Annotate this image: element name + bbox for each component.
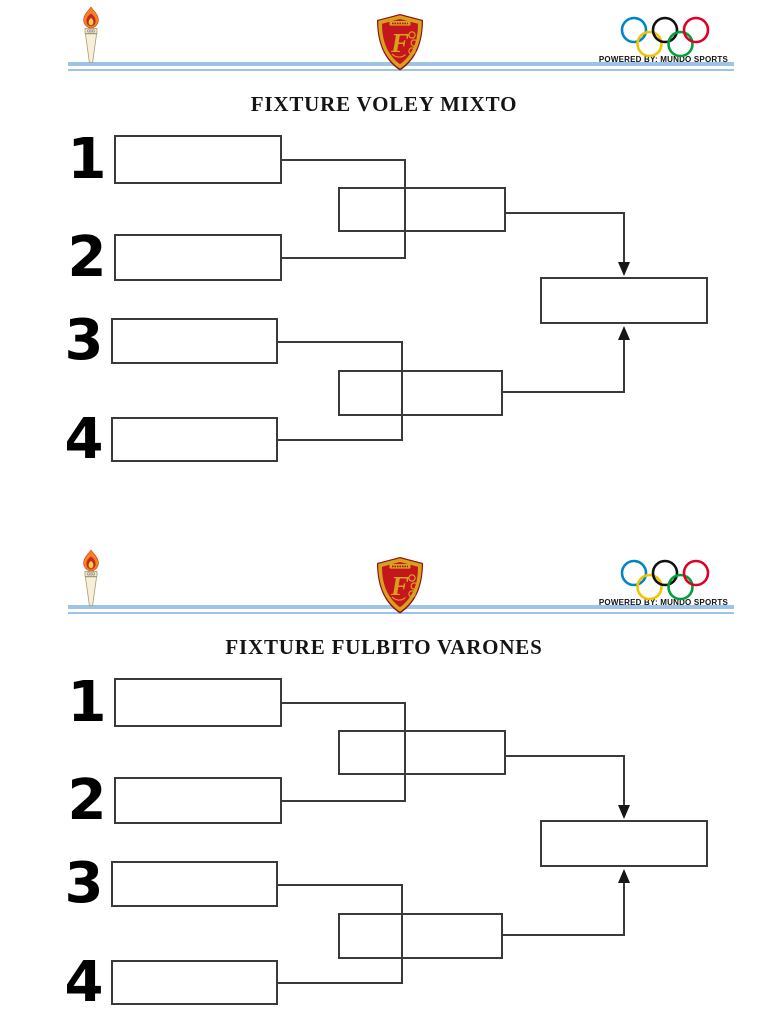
seed-1-label: 1 xyxy=(67,126,107,192)
seed-4-box xyxy=(111,417,278,462)
arrow-down-icon xyxy=(618,805,630,819)
seed-3-label: 3 xyxy=(64,308,104,373)
arrow-down-icon xyxy=(618,262,630,276)
winner-top-line xyxy=(506,755,625,806)
crest-monogram: F xyxy=(390,571,409,601)
semifinal-top-box xyxy=(338,187,506,232)
winner-top-line xyxy=(506,212,625,263)
club-crest-icon: F xyxy=(377,14,423,71)
seed-2-box xyxy=(114,234,282,281)
bracket-title: FIXTURE FULBITO VARONES xyxy=(225,635,543,659)
section-fulbito-varones: F POWERED BY: MUNDO SPORTS FIXTURE FULBI… xyxy=(0,543,768,1013)
seed-1-box xyxy=(114,678,282,727)
bracket-title: FIXTURE VOLEY MIXTO xyxy=(250,92,518,116)
arrow-up-icon xyxy=(618,326,630,340)
seed-4-label: 4 xyxy=(64,949,104,1015)
seed-3-box xyxy=(111,318,278,364)
final-box xyxy=(540,277,708,324)
semifinal-bottom-box xyxy=(338,913,503,959)
semifinal-bottom-box xyxy=(338,370,503,416)
olympic-rings-icon xyxy=(620,559,710,601)
winner-bottom-line xyxy=(503,339,625,393)
olympic-torch-icon xyxy=(83,6,99,63)
seed-1-label: 1 xyxy=(67,669,107,735)
olympic-rings-icon xyxy=(620,16,710,58)
olympic-torch-icon xyxy=(83,549,99,606)
seed-4-label: 4 xyxy=(64,406,104,472)
seed-3-label: 3 xyxy=(64,851,104,916)
winner-bottom-line xyxy=(503,882,625,936)
club-crest-icon: F xyxy=(377,557,423,614)
seed-1-box xyxy=(114,135,282,184)
seed-3-box xyxy=(111,861,278,907)
powered-by-text: POWERED BY: MUNDO SPORTS xyxy=(598,55,728,64)
section-voley-mixto: F POWERED BY: MUNDO SPORTS FIXTURE VOLEY… xyxy=(0,0,768,470)
seed-4-box xyxy=(111,960,278,1005)
seed-2-label: 2 xyxy=(67,767,107,833)
arrow-up-icon xyxy=(618,869,630,883)
seed-2-box xyxy=(114,777,282,824)
powered-by-text: POWERED BY: MUNDO SPORTS xyxy=(598,598,728,607)
seed-2-label: 2 xyxy=(67,224,107,290)
crest-monogram: F xyxy=(390,28,409,58)
final-box xyxy=(540,820,708,867)
semifinal-top-box xyxy=(338,730,506,775)
